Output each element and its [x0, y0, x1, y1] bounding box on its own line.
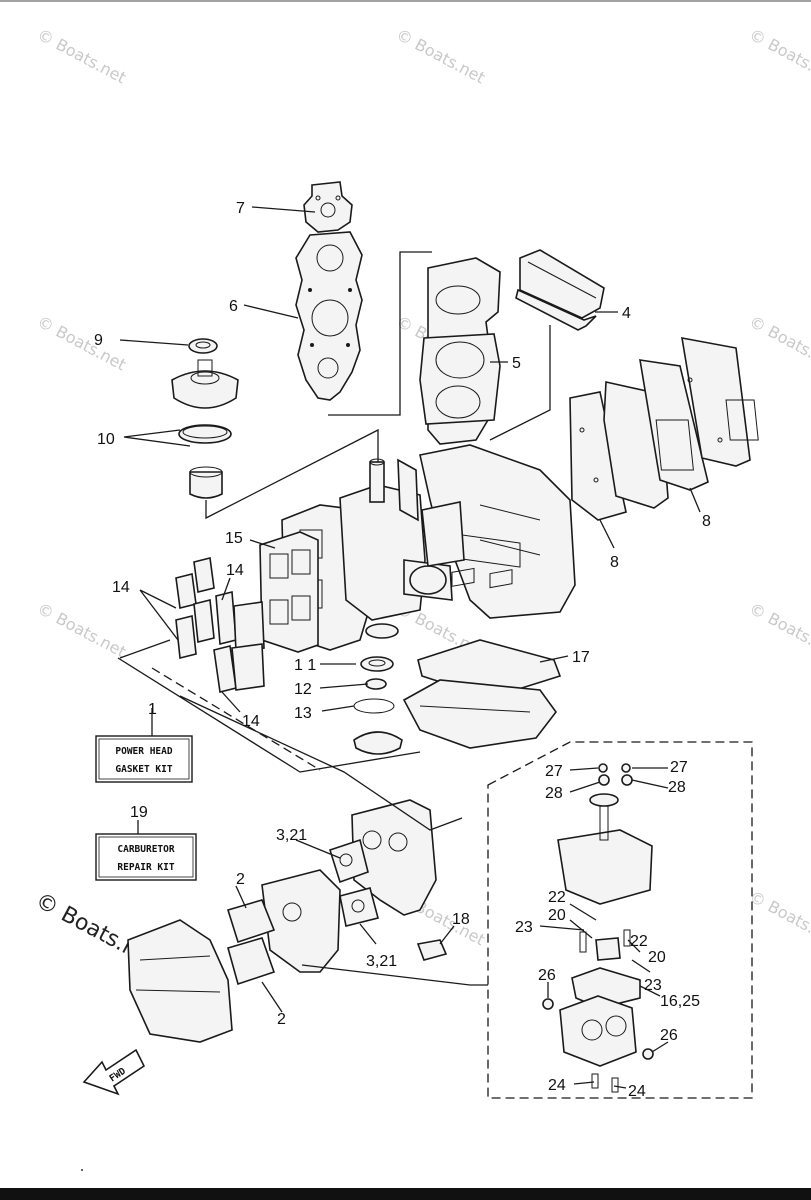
callout-8: 8	[702, 513, 711, 530]
callout-14: 14	[112, 579, 130, 596]
callout-labels: 7 6 9 10 4 5 8 8 15 14 14 14 1 1 12 13 1…	[94, 200, 711, 1100]
callout-23: 23	[644, 977, 662, 994]
callout-1: 1	[148, 701, 157, 718]
kit-label-line1: CARBURETOR	[117, 844, 174, 855]
watermark: © Boats.net	[746, 25, 811, 88]
callout-5: 5	[512, 355, 521, 372]
callout-7: 7	[236, 200, 245, 217]
callout-10: 10	[97, 431, 115, 448]
watermark: © Boats.net	[34, 599, 129, 662]
callout-2: 2	[236, 871, 245, 888]
part-bearing-housing	[171, 359, 239, 499]
callout-4: 4	[622, 305, 631, 322]
callout-14: 14	[242, 713, 260, 730]
watermark: © Boats.net	[746, 312, 811, 375]
part-exhaust-gaskets	[569, 337, 759, 521]
watermark: © Boats.net	[746, 599, 811, 662]
carburetor-repair-kit: CARBURETOR REPAIR KIT	[95, 833, 197, 881]
callout-8: 8	[610, 554, 619, 571]
callout-19: 19	[130, 804, 148, 821]
part-carburetor-lower	[226, 869, 341, 986]
callout-12: 12	[294, 681, 312, 698]
callout-13: 13	[294, 705, 312, 722]
part-reed-valves-left	[175, 557, 215, 659]
callout-17: 17	[572, 649, 590, 666]
callout-24: 24	[548, 1077, 566, 1094]
callout-3-21: 3,21	[276, 827, 307, 844]
callout-11: 1 1	[294, 657, 316, 674]
carb-relation-line	[151, 667, 321, 771]
callout-6: 6	[229, 298, 238, 315]
kit-label-line2: GASKET KIT	[115, 764, 172, 775]
part-gasket-small	[416, 939, 448, 961]
part-carburetor-upper	[329, 799, 437, 927]
part-cylinder-block	[419, 257, 576, 619]
power-head-gasket-kit: POWER HEAD GASKET KIT	[95, 735, 193, 783]
part-lower-seals	[353, 623, 403, 755]
watermark: © Boats.net	[34, 25, 129, 88]
callout-18: 18	[452, 911, 470, 928]
part-reed-valves-right	[213, 590, 265, 693]
kit-label-line1: POWER HEAD	[115, 746, 172, 757]
watermark: © Boats.net	[393, 25, 488, 88]
leader-lines	[117, 206, 701, 1089]
callout-2: 2	[277, 1011, 286, 1028]
part-base-gasket	[402, 567, 562, 749]
callout-28: 28	[545, 785, 563, 802]
part-carb-detail	[542, 763, 654, 1093]
callout-22: 22	[548, 889, 566, 906]
callout-24: 24	[628, 1083, 646, 1100]
carb-detail-box	[487, 741, 753, 1099]
callout-26: 26	[538, 967, 556, 984]
callout-22: 22	[630, 933, 648, 950]
watermark: © Boats.net	[746, 887, 811, 950]
part-head-gasket	[295, 231, 363, 401]
part-intake-gasket	[259, 531, 319, 653]
callout-26: 26	[660, 1027, 678, 1044]
kit-label-line2: REPAIR KIT	[117, 862, 174, 873]
part-cylinder-head-cover	[303, 181, 353, 233]
fwd-arrow-icon: FWD	[82, 1048, 146, 1096]
callout-15: 15	[225, 530, 243, 547]
speck	[81, 1169, 83, 1171]
callout-27: 27	[545, 763, 563, 780]
callout-20: 20	[548, 907, 566, 924]
callout-28: 28	[668, 779, 686, 796]
callout-14: 14	[226, 562, 244, 579]
part-top-cover	[515, 249, 605, 331]
callout-16-25: 16,25	[660, 993, 700, 1010]
bottom-bar	[0, 1188, 811, 1200]
callout-9: 9	[94, 332, 103, 349]
part-silencer	[127, 919, 233, 1043]
watermark: © Boats.net	[34, 312, 129, 375]
callout-20: 20	[648, 949, 666, 966]
part-oil-seal	[188, 338, 218, 354]
callout-27: 27	[670, 759, 688, 776]
callout-3-21: 3,21	[366, 953, 397, 970]
callout-23: 23	[515, 919, 533, 936]
